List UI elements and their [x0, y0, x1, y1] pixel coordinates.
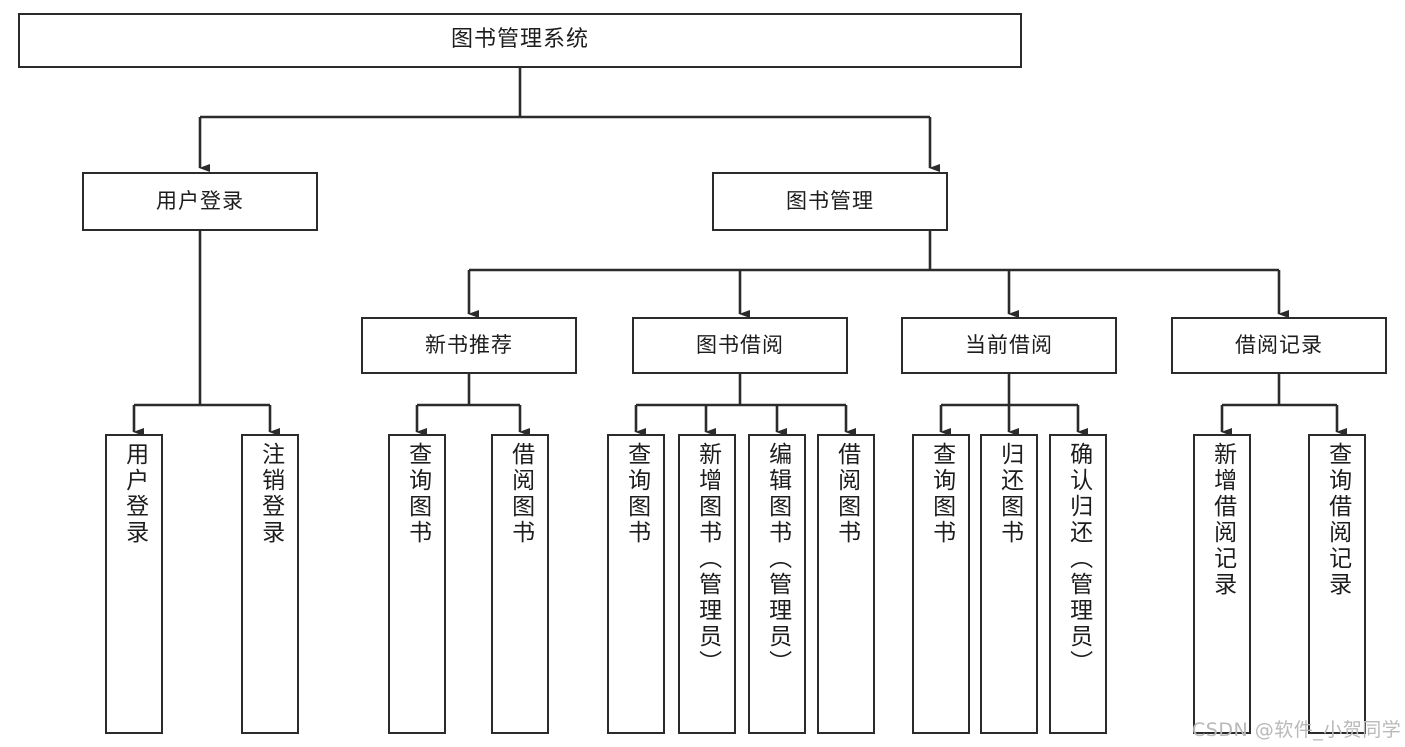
leaf-add-borrow-record-label: 新增借阅记录: [1209, 442, 1236, 598]
leaf-logout-label: 注销登录: [257, 442, 284, 546]
leaf-query-borrow-record-label: 查询借阅记录: [1324, 442, 1351, 598]
leaf-new-book-query-label: 查询图书: [404, 442, 431, 546]
leaf-borrow-book[interactable]: 借阅图书: [817, 434, 875, 734]
node-user-login-label: 用户登录: [156, 188, 244, 213]
node-root-label: 图书管理系统: [450, 27, 589, 53]
leaf-borrow-book-label: 借阅图书: [833, 442, 860, 546]
node-current-borrow-label: 当前借阅: [965, 332, 1053, 357]
node-book-borrow-label: 图书借阅: [696, 332, 784, 357]
node-book-management-label: 图书管理: [786, 188, 874, 213]
node-new-book-recommend[interactable]: 新书推荐: [361, 317, 577, 374]
node-current-borrow[interactable]: 当前借阅: [901, 317, 1117, 374]
node-new-book-recommend-label: 新书推荐: [425, 332, 513, 357]
leaf-add-book-admin-label: 新增图书（管理员）: [694, 442, 721, 676]
leaf-borrow-query-book-label: 查询图书: [623, 442, 650, 546]
node-user-login[interactable]: 用户登录: [82, 172, 318, 231]
leaf-confirm-return-admin[interactable]: 确认归还（管理员）: [1049, 434, 1107, 734]
leaf-user-login-label: 用户登录: [121, 442, 148, 546]
leaf-add-borrow-record[interactable]: 新增借阅记录: [1193, 434, 1251, 734]
leaf-edit-book-admin[interactable]: 编辑图书（管理员）: [748, 434, 806, 734]
node-borrow-record-label: 借阅记录: [1235, 332, 1323, 357]
leaf-new-book-borrow-label: 借阅图书: [507, 442, 534, 546]
leaf-current-query-book-label: 查询图书: [928, 442, 955, 546]
leaf-logout[interactable]: 注销登录: [241, 434, 299, 734]
leaf-new-book-borrow[interactable]: 借阅图书: [491, 434, 549, 734]
leaf-borrow-query-book[interactable]: 查询图书: [607, 434, 665, 734]
leaf-edit-book-admin-label: 编辑图书（管理员）: [764, 442, 791, 676]
leaf-new-book-query[interactable]: 查询图书: [388, 434, 446, 734]
node-book-management[interactable]: 图书管理: [712, 172, 948, 231]
leaf-return-book-label: 归还图书: [996, 442, 1023, 546]
leaf-user-login[interactable]: 用户登录: [105, 434, 163, 734]
node-borrow-record[interactable]: 借阅记录: [1171, 317, 1387, 374]
leaf-current-query-book[interactable]: 查询图书: [912, 434, 970, 734]
leaf-confirm-return-admin-label: 确认归还（管理员）: [1065, 442, 1092, 676]
leaf-query-borrow-record[interactable]: 查询借阅记录: [1308, 434, 1366, 734]
leaf-return-book[interactable]: 归还图书: [980, 434, 1038, 734]
leaf-add-book-admin[interactable]: 新增图书（管理员）: [678, 434, 736, 734]
node-book-borrow[interactable]: 图书借阅: [632, 317, 848, 374]
node-root[interactable]: 图书管理系统: [18, 13, 1022, 68]
